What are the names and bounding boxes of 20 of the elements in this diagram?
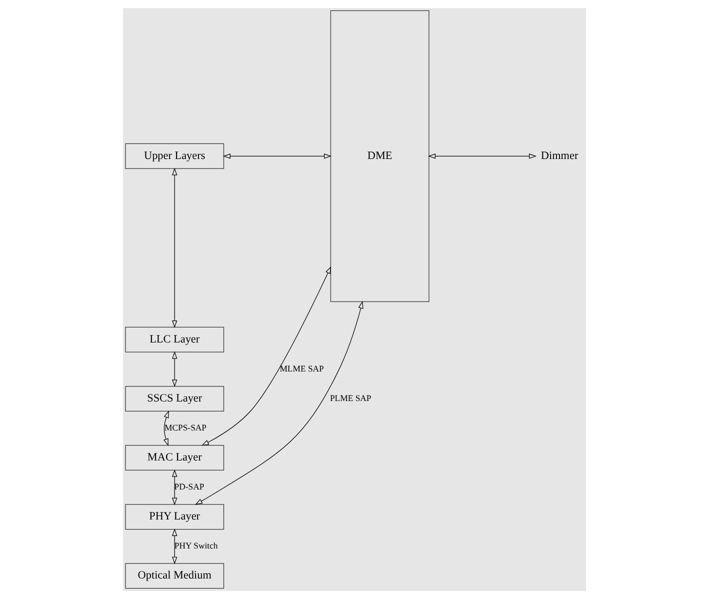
edge-label: PLME SAP — [329, 392, 371, 403]
node-box: DME — [330, 10, 429, 302]
node-box: SSCS Layer — [124, 386, 224, 412]
node-box: Optical Medium — [124, 563, 224, 589]
node-box: PHY Layer — [124, 504, 224, 530]
arrow — [194, 301, 363, 505]
node-box: Upper Layers — [124, 143, 224, 169]
arrow — [172, 528, 177, 564]
arrow — [172, 168, 177, 328]
edge-label: MLME SAP — [279, 363, 324, 374]
arrow — [172, 351, 177, 388]
arrow — [222, 154, 331, 159]
arrow — [162, 410, 168, 446]
node-box: LLC Layer — [124, 326, 224, 352]
arrow — [428, 154, 536, 159]
node-box: MAC Layer — [124, 445, 224, 471]
arrow — [200, 266, 331, 446]
node-text: Dimmer — [540, 150, 578, 162]
edge-label: MCPS-SAP — [164, 422, 206, 433]
arrow — [172, 469, 177, 506]
